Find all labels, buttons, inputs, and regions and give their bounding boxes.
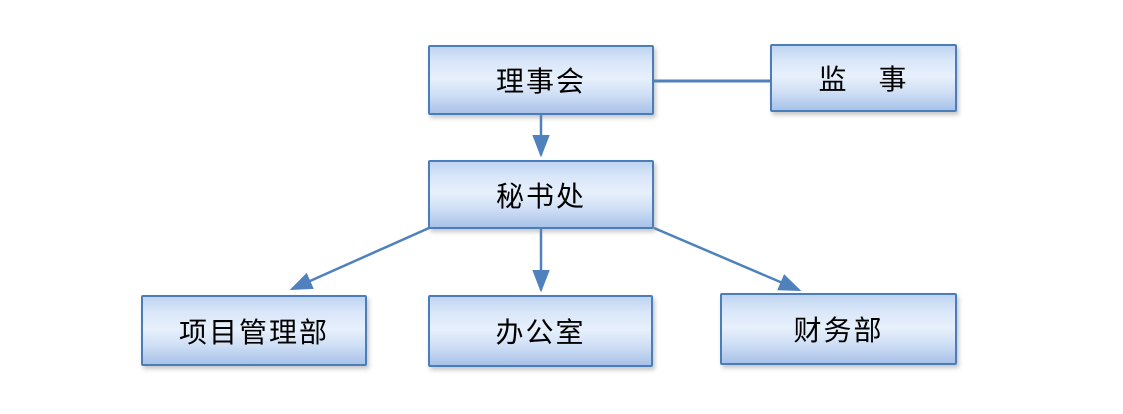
node-finance-dept: 财务部 [720, 293, 957, 365]
node-finance-dept-label: 财务部 [793, 314, 884, 347]
node-office-label: 办公室 [495, 316, 586, 349]
node-office: 办公室 [428, 295, 653, 367]
arrow-secretariat-finance [653, 226, 802, 292]
node-project-management-dept-label: 项目管理部 [178, 315, 329, 349]
node-secretariat-label: 秘书处 [495, 179, 586, 213]
node-project-management-dept: 项目管理部 [141, 295, 367, 366]
node-board-of-directors: 理事会 [428, 45, 654, 115]
node-board-of-directors-label: 理事会 [495, 65, 586, 98]
node-supervisor: 监 事 [770, 44, 957, 112]
node-supervisor-label: 监 事 [818, 63, 909, 96]
node-secretariat: 秘书处 [428, 160, 654, 229]
arrow-secretariat-project [289, 226, 430, 291]
